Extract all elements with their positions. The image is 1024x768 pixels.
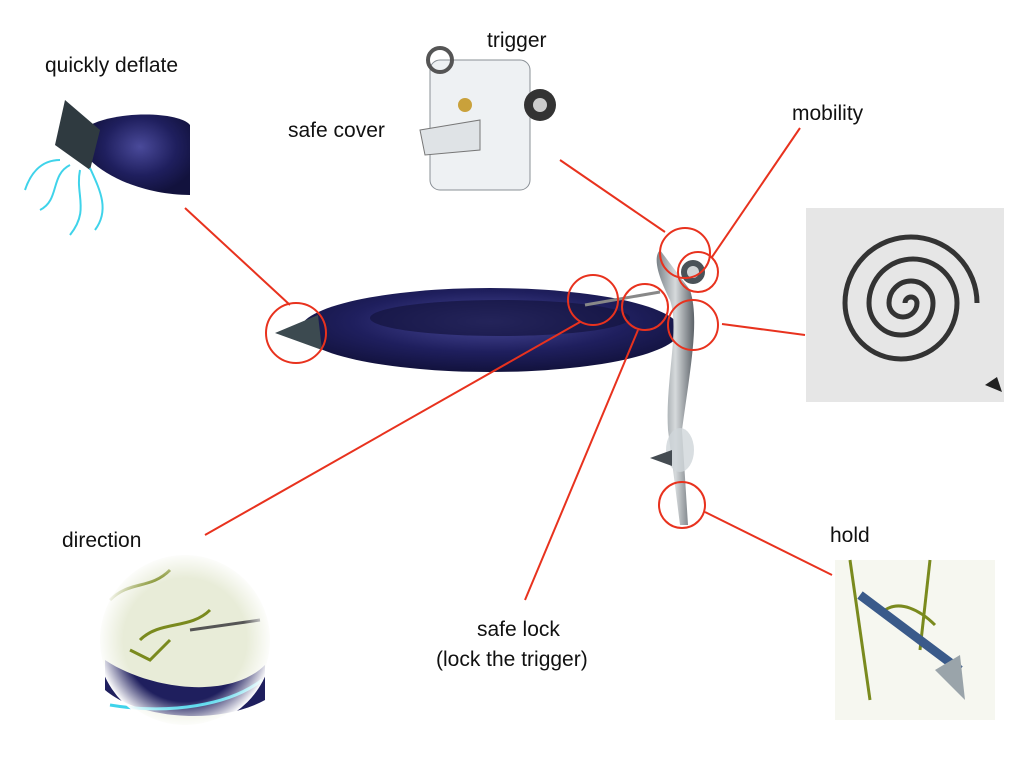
callout-circle-hold [658,481,706,529]
callout-line-trigger [559,159,666,233]
callout-line-mobility [711,127,801,258]
label-trigger: trigger [487,29,547,52]
main-product-handle [584,250,705,525]
label-direction: direction [62,529,142,552]
spiral-spring-photo [806,208,1004,402]
callout-circle-trigger [659,227,711,279]
direction-sketch [97,552,273,728]
label-hold: hold [830,524,870,547]
callout-line-hold [704,511,833,576]
label-safe-lock: safe lock [477,618,560,641]
label-mobility: mobility [792,102,864,125]
main-product-body [275,288,680,372]
callout-line-deflate [184,207,291,306]
label-safe-lock-detail: (lock the trigger) [436,648,588,671]
label-quickly-deflate: quickly deflate [45,54,179,77]
callout-line-direction [204,321,581,536]
deflate-sketch [24,100,190,236]
hold-sketch [835,559,995,720]
air-flow-icon [24,159,104,236]
callout-circle-mobility [677,251,719,293]
callouts [184,127,833,601]
callout-circle-spring [667,299,719,351]
callout-circle-safe-lock [621,283,669,331]
callout-line-safe-lock [524,329,639,601]
label-safe-cover: safe cover [288,119,385,142]
callout-circle-direction [567,274,619,326]
callout-line-spring [721,323,806,336]
trigger-sketch [419,46,556,191]
callout-circle-deflate [265,302,327,364]
